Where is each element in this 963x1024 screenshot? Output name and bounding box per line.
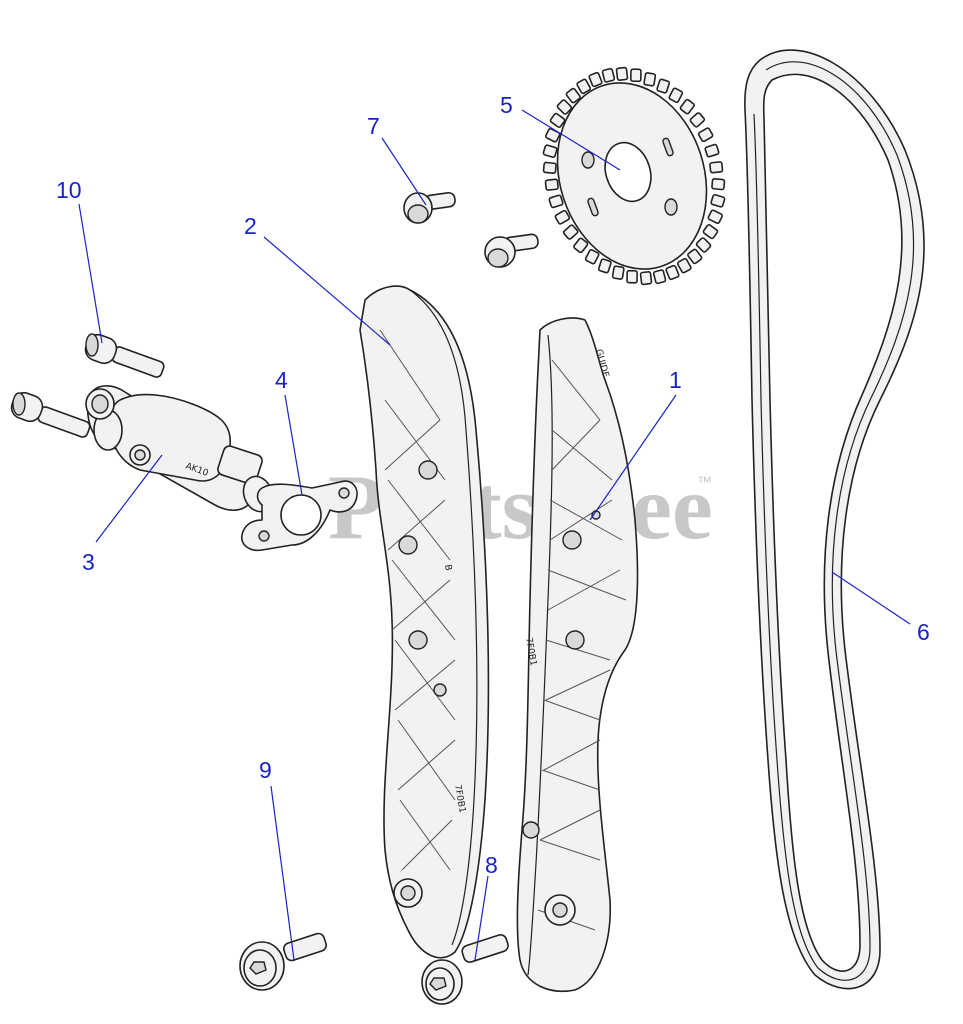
torx-shoulder-bolt-pivot[interactable] <box>239 932 328 991</box>
gear-tooth <box>643 72 657 87</box>
chain-guide[interactable]: GUIDE 7F0B1 <box>516 317 639 992</box>
gear-tooth <box>615 66 629 82</box>
callout-6[interactable]: 6 <box>917 619 930 645</box>
callout-5[interactable]: 5 <box>500 92 513 118</box>
callout-8[interactable]: 8 <box>485 852 498 878</box>
gear-tooth <box>601 67 616 83</box>
callout-7[interactable]: 7 <box>367 113 380 139</box>
gear-tooth <box>588 71 603 88</box>
svg-text:B: B <box>442 564 453 572</box>
gear-tooth <box>689 112 706 128</box>
leader-1 <box>589 394 677 521</box>
socket-head-bolt-upper[interactable] <box>82 332 165 379</box>
gear-tooth <box>544 127 561 143</box>
gear-tooth <box>695 237 712 253</box>
leader-3 <box>95 454 163 543</box>
gear-tooth <box>668 87 684 103</box>
tensioner-gasket[interactable] <box>240 480 358 552</box>
callout-2[interactable]: 2 <box>244 213 257 239</box>
gear-tooth <box>542 161 557 175</box>
callout-3[interactable]: 3 <box>82 549 95 575</box>
gear-tooth <box>687 248 703 265</box>
gear-tooth <box>639 270 653 286</box>
gear-tooth <box>597 258 612 274</box>
svg-text:7F0B1: 7F0B1 <box>452 784 467 814</box>
chain-tensioner-arm[interactable]: B 7F0B1 <box>359 285 490 959</box>
flange-bolt-1[interactable] <box>403 191 456 224</box>
callout-9[interactable]: 9 <box>259 757 272 783</box>
gear-tooth <box>652 269 667 285</box>
svg-text:7F0B1: 7F0B1 <box>523 637 538 667</box>
gear-tooth <box>709 161 724 174</box>
gear-tooth <box>554 209 571 225</box>
timing-chain[interactable] <box>744 49 925 990</box>
gear-tooth <box>544 178 559 191</box>
flange-bolt-2[interactable] <box>484 233 539 268</box>
callout-leaders <box>78 109 911 961</box>
leader-4 <box>284 394 303 496</box>
gear-tooth <box>573 237 589 254</box>
gear-tooth <box>679 98 695 115</box>
gear-tooth <box>548 194 564 209</box>
callout-labels: 1 2 3 4 5 6 7 8 9 10 <box>56 92 930 878</box>
callout-1[interactable]: 1 <box>669 367 682 393</box>
gear-tooth <box>711 177 726 191</box>
chain-tensioner[interactable]: AK10 <box>85 385 277 516</box>
leader-2 <box>263 236 391 346</box>
gear-tooth <box>565 87 581 104</box>
gear-tooth <box>630 68 642 83</box>
gear-tooth <box>710 193 726 208</box>
camshaft-sprocket[interactable] <box>534 63 730 288</box>
gear-tooth <box>584 249 600 265</box>
gear-tooth <box>676 257 692 274</box>
watermark-trademark: ™ <box>697 474 712 491</box>
callout-4[interactable]: 4 <box>275 367 288 393</box>
leader-9 <box>270 785 295 961</box>
socket-head-bolt-lower[interactable] <box>8 390 91 439</box>
gear-tooth <box>562 224 579 240</box>
callout-10[interactable]: 10 <box>56 177 82 203</box>
gear-tooth <box>611 265 625 280</box>
gear-tooth <box>704 143 720 158</box>
gear-tooth <box>556 99 573 115</box>
gear-tooth <box>702 224 719 240</box>
leader-8 <box>474 875 489 961</box>
gear-tooth <box>549 112 566 128</box>
gear-tooth <box>697 127 714 143</box>
gear-tooth <box>707 209 724 225</box>
gear-tooth <box>656 78 671 94</box>
gear-tooth <box>665 264 680 281</box>
leader-6 <box>831 571 911 625</box>
leader-10 <box>78 203 103 344</box>
gear-tooth <box>576 78 592 95</box>
gear-tooth <box>542 144 558 159</box>
torx-shoulder-bolt[interactable] <box>421 933 510 1005</box>
gear-tooth <box>626 269 638 284</box>
leader-5 <box>521 109 621 171</box>
leader-7 <box>381 137 427 206</box>
